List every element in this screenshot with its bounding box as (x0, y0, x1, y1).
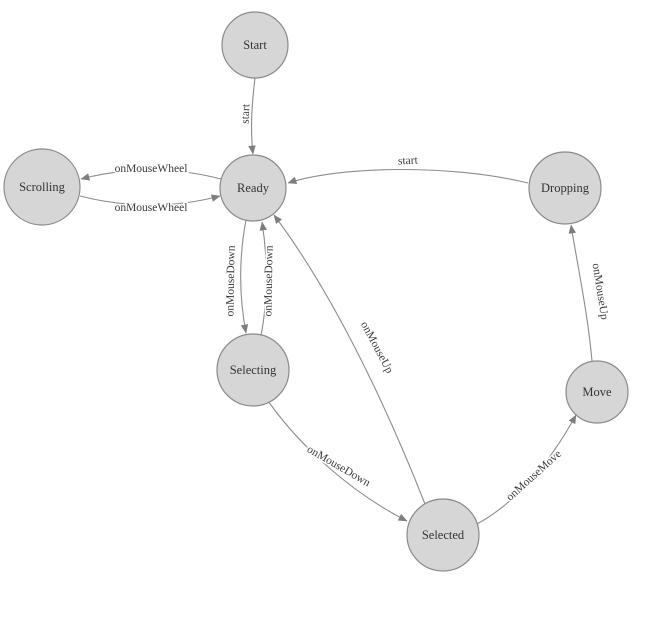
edge-label-onmousewheel-top: onMouseWheel (115, 163, 188, 175)
edge-scrolling-to-ready[interactable] (79, 194, 221, 206)
node-move[interactable]: Move (565, 360, 629, 424)
edge-selecting-to-selected[interactable] (267, 400, 408, 522)
edge-label-onmouseup-center: onMouseUp (358, 320, 395, 376)
edge-label-onmousedown-right: onMouseDown (262, 245, 275, 316)
node-dropping-label: Dropping (541, 181, 590, 195)
edge-label-onmousedown-bottom: onMouseDown (305, 443, 373, 489)
edge-ready-to-selecting[interactable] (240, 219, 249, 334)
node-selecting-circle (216, 333, 290, 407)
node-selecting-label: Selecting (230, 363, 277, 377)
node-move-circle (565, 360, 629, 424)
edge-selected-to-move[interactable] (476, 414, 577, 525)
edge-selected-to-ready[interactable] (273, 214, 426, 505)
node-dropping-circle (528, 151, 602, 225)
edge-label-onmousemove: onMouseMove (504, 448, 564, 504)
nodes-layer: Start Ready Scrolling Dropping Selecting… (3, 11, 629, 572)
node-selected-circle (406, 498, 480, 572)
node-scrolling-label: Scrolling (19, 180, 66, 194)
node-selected-label: Selected (422, 528, 465, 542)
edges-layer (79, 77, 593, 525)
node-selected[interactable]: Selected (406, 498, 480, 572)
edge-label-start: start (240, 103, 253, 124)
node-start[interactable]: Start (221, 11, 289, 79)
node-scrolling[interactable]: Scrolling (3, 148, 81, 226)
edge-label-onmousewheel-bottom: onMouseWheel (115, 202, 188, 214)
node-start-label: Start (243, 38, 267, 52)
node-ready-label: Ready (237, 181, 270, 195)
edge-start-to-ready[interactable] (248, 77, 256, 155)
edge-dropping-to-ready[interactable] (287, 168, 529, 184)
node-scrolling-circle (3, 148, 81, 226)
edge-selecting-to-ready[interactable] (259, 221, 268, 337)
node-ready-circle (219, 154, 287, 222)
edge-ready-to-scrolling[interactable] (80, 169, 222, 181)
node-selecting[interactable]: Selecting (216, 333, 290, 407)
node-ready[interactable]: Ready (219, 154, 287, 222)
edge-label-onmousedown-left: onMouseDown (224, 245, 237, 316)
node-dropping[interactable]: Dropping (528, 151, 602, 225)
node-start-circle (221, 11, 289, 79)
edge-labels-layer: start onMouseWheel onMouseWheel start on… (113, 101, 612, 505)
edge-label-onmouseup-right: onMouseUp (590, 263, 611, 321)
edge-label-start-dropping: start (398, 154, 419, 167)
edge-move-to-dropping[interactable] (568, 224, 593, 362)
node-move-label: Move (582, 385, 612, 399)
